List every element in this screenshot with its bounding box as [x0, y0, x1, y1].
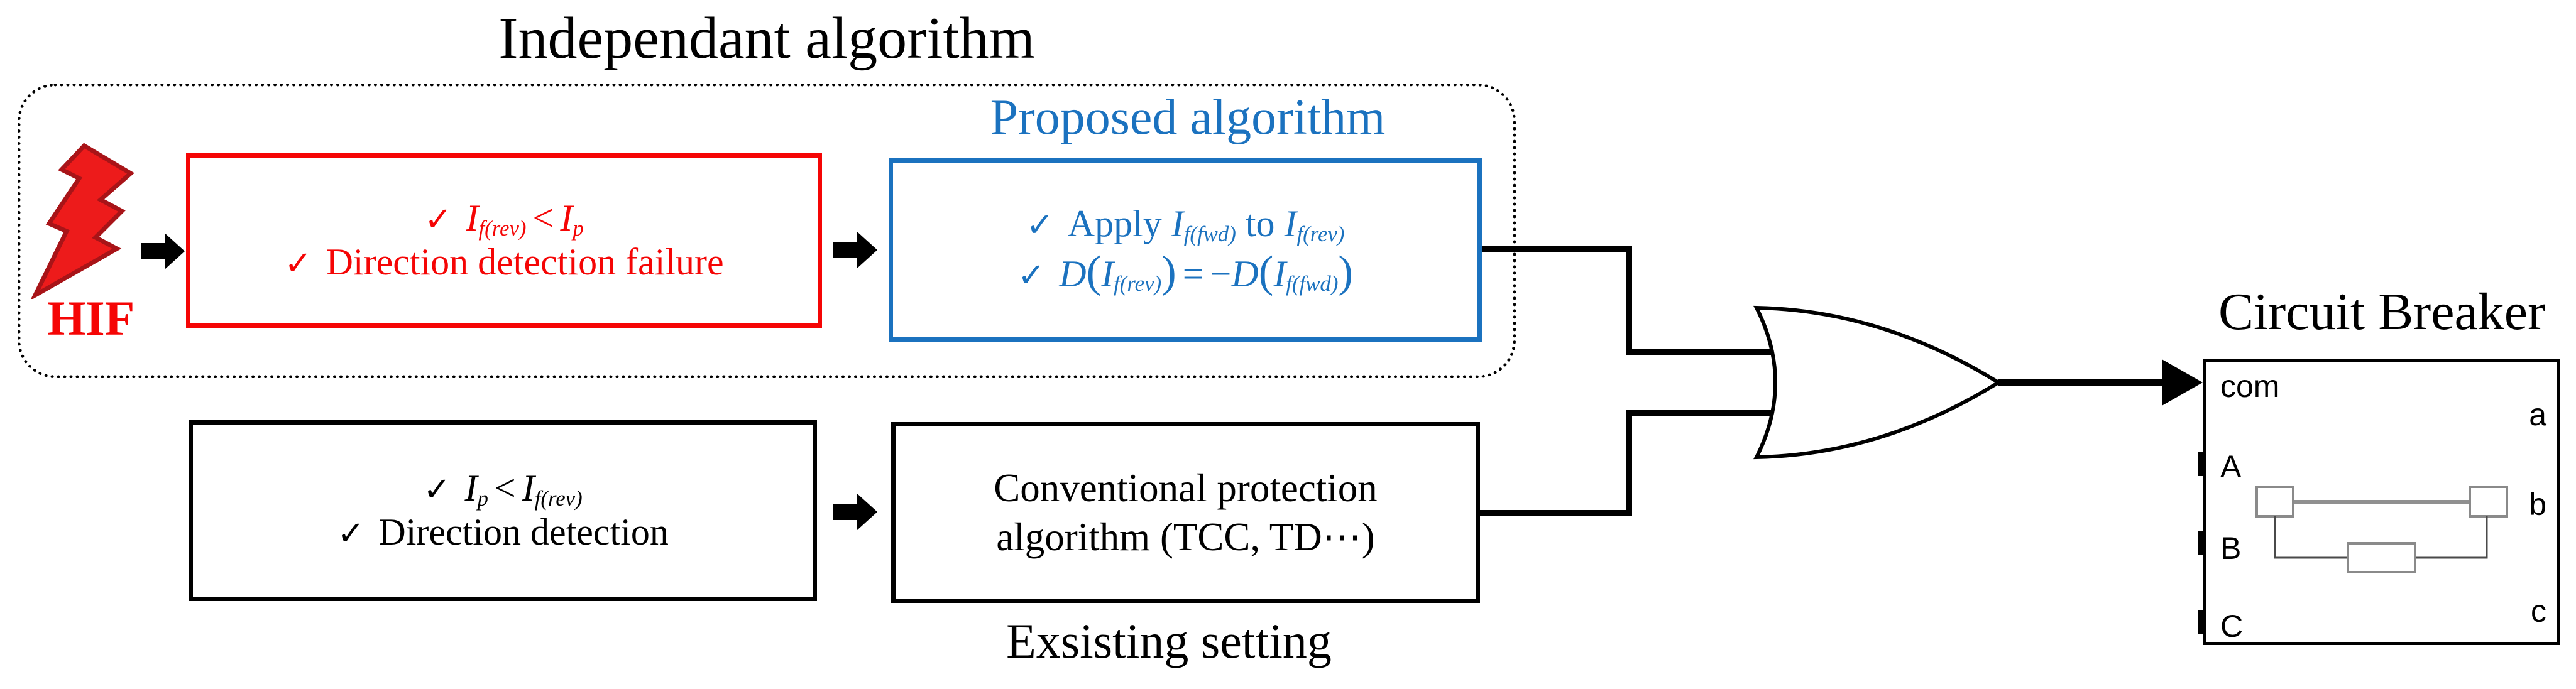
conventional-protection-box: Conventional protection algorithm (TCC, …: [891, 422, 1480, 603]
breaker-internal-mechanism: [2255, 486, 2508, 573]
check-icon: ✓: [284, 244, 312, 283]
breaker-port-c: c: [2531, 594, 2546, 629]
hif-condition-line2: ✓Direction detection failure: [284, 241, 724, 283]
breaker-port-A: A: [2220, 449, 2242, 484]
arrowhead-to-breaker-icon: [2162, 359, 2203, 406]
breaker-port-a: a: [2529, 397, 2546, 432]
check-icon: ✓: [423, 470, 451, 509]
wire-proposed-to-gate: [1482, 246, 1790, 355]
breaker-port-B: B: [2220, 531, 2242, 566]
proposed-line1: ✓Apply If(fwd) to If(rev): [1026, 203, 1345, 246]
independent-algorithm-group-frame: [18, 84, 1516, 378]
breaker-coil: [2347, 542, 2416, 573]
arrow-redbox-to-bluebox-icon: [833, 232, 877, 268]
hif-label: HIF: [47, 291, 135, 345]
circuit-breaker-title: Circuit Breaker: [2218, 283, 2546, 341]
breaker-left-link: [2274, 516, 2348, 559]
check-icon: ✓: [1026, 206, 1054, 245]
conventional-line2: algorithm (TCC, TD⋯): [996, 515, 1375, 559]
hif-lightning-icon: [31, 143, 134, 299]
normal-condition-box: ✓Ip<If(rev) ✓Direction detection: [189, 420, 817, 601]
hif-condition-box: ✓If(rev)<Ip ✓Direction detection failure: [186, 153, 822, 328]
independent-algorithm-title: Independant algorithm: [498, 6, 1035, 71]
arrow-hif-to-redbox-icon: [141, 233, 185, 269]
wire-conventional-to-gate: [1480, 410, 1790, 516]
breaker-left-contact: [2255, 486, 2294, 518]
conventional-line1: Conventional protection: [994, 465, 1378, 510]
check-icon: ✓: [1017, 256, 1046, 295]
proposed-algorithm-title: Proposed algorithm: [990, 90, 1386, 145]
proposed-line2: ✓D(If(rev))=−D(If(fwd)): [1017, 247, 1353, 296]
existing-setting-caption: Exsisting setting: [1006, 614, 1332, 668]
circuit-breaker-box: com a A b B c C: [2203, 359, 2560, 645]
check-icon: ✓: [424, 200, 452, 239]
breaker-right-contact: [2469, 486, 2508, 518]
breaker-port-com: com: [2220, 369, 2280, 404]
check-icon: ✓: [337, 514, 365, 553]
or-gate-icon: [1753, 305, 2002, 460]
proposed-algorithm-box: ✓Apply If(fwd) to If(rev) ✓D(If(rev))=−D…: [889, 158, 1482, 342]
breaker-port-C: C: [2220, 609, 2244, 644]
normal-condition-line1: ✓Ip<If(rev): [423, 467, 583, 511]
breaker-port-b: b: [2529, 487, 2546, 522]
normal-condition-line2: ✓Direction detection: [337, 511, 669, 553]
arrow-lowerbox-to-conventional-icon: [833, 494, 877, 530]
hif-condition-line1: ✓If(rev)<Ip: [424, 197, 584, 241]
breaker-right-link: [2415, 516, 2488, 559]
